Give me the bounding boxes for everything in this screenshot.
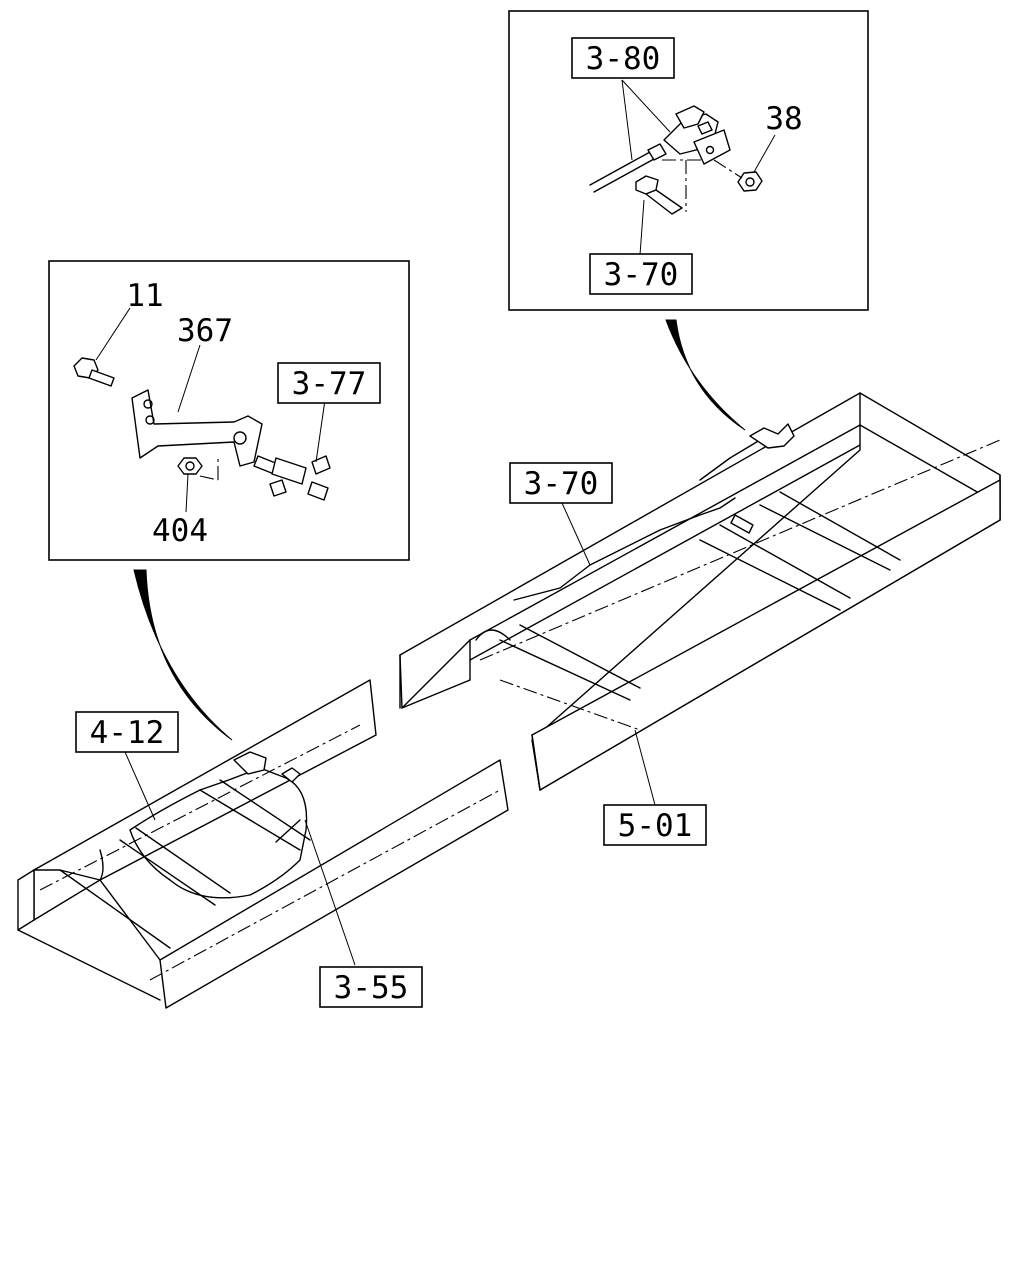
svg-text:3-55: 3-55	[334, 970, 409, 1006]
connector-arc-left	[133, 569, 233, 741]
svg-text:3-80: 3-80	[586, 41, 661, 77]
pipe-front	[129, 767, 308, 899]
callout-3-77: 3-77	[277, 362, 381, 404]
pipe-rear	[513, 497, 736, 601]
svg-text:3-70: 3-70	[524, 466, 599, 502]
svg-text:3-70: 3-70	[604, 257, 679, 293]
callout-4-12: 4-12	[75, 711, 179, 753]
callout-3-70-mid: 3-70	[509, 462, 613, 504]
frame-rear	[399, 392, 1001, 791]
svg-text:4-12: 4-12	[90, 715, 165, 751]
callout-38: 38	[765, 101, 802, 137]
svg-text:11: 11	[126, 278, 163, 314]
detail-panel-bracket	[48, 260, 410, 561]
callout-3-70-top: 3-70	[589, 253, 693, 295]
callout-367: 367	[177, 313, 233, 349]
svg-text:5-01: 5-01	[618, 808, 693, 844]
svg-text:367: 367	[177, 313, 233, 349]
connector-arc-top	[665, 319, 746, 431]
frame-front	[17, 679, 509, 1009]
callout-5-01: 5-01	[603, 804, 707, 846]
callout-404: 404	[152, 513, 208, 549]
svg-text:3-77: 3-77	[292, 366, 367, 402]
callout-11: 11	[126, 278, 163, 314]
svg-text:38: 38	[765, 101, 802, 137]
callout-3-80: 3-80	[571, 37, 675, 79]
svg-text:404: 404	[152, 513, 208, 549]
callout-3-55: 3-55	[319, 966, 423, 1008]
